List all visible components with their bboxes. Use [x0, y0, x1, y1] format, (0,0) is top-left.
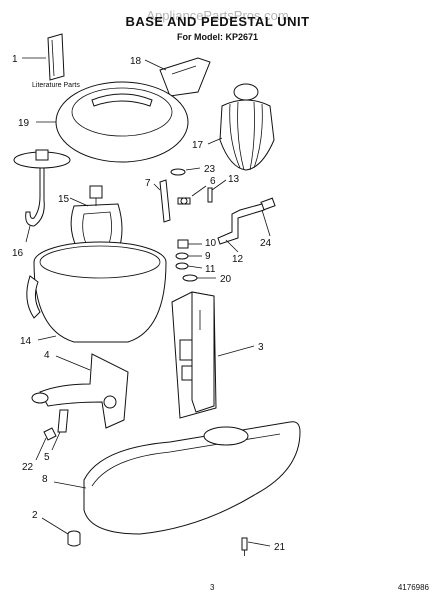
- callout-12: 12: [225, 239, 244, 265]
- svg-text:11: 11: [205, 264, 216, 275]
- callout-3: 3: [217, 342, 264, 357]
- model-line: For Model: KP2671: [176, 32, 259, 42]
- callout-2: 2: [32, 510, 69, 535]
- part-17-wire-whip: [219, 83, 275, 171]
- svg-text:4: 4: [44, 350, 50, 361]
- svg-text:23: 23: [204, 164, 216, 175]
- callout-17: 17: [192, 137, 223, 151]
- callout-6: 6: [191, 176, 216, 197]
- svg-text:15: 15: [58, 194, 70, 205]
- part-21-screw: [241, 537, 248, 556]
- callout-24: 24: [260, 209, 272, 249]
- svg-text:7: 7: [145, 178, 151, 189]
- svg-text:6: 6: [210, 176, 216, 187]
- page-number: 3: [210, 583, 215, 592]
- part-13-pin: [207, 187, 213, 203]
- part-18-shield: [159, 57, 211, 97]
- callout-13: 13: [211, 174, 240, 191]
- part-7-pin: [159, 179, 171, 223]
- part-19-bowl-cover: [55, 81, 189, 163]
- part-23-washer: [170, 168, 186, 176]
- svg-text:3: 3: [258, 342, 264, 353]
- part-9-washer: [175, 252, 189, 260]
- callout-14: 14: [20, 335, 57, 347]
- callout-5: 5: [44, 431, 61, 463]
- part-14-bowl: [26, 241, 167, 343]
- part-22-screw: [43, 427, 57, 441]
- svg-text:13: 13: [228, 174, 240, 185]
- page-title: BASE AND PEDESTAL UNIT: [125, 14, 310, 29]
- svg-text:22: 22: [22, 462, 34, 473]
- callout-1: 1: [12, 54, 46, 65]
- callout-10: 10: [188, 238, 217, 249]
- callout-8: 8: [42, 474, 87, 489]
- svg-text:16: 16: [12, 248, 24, 259]
- callout-7: 7: [145, 178, 161, 191]
- svg-text:5: 5: [44, 452, 50, 463]
- callout-4: 4: [44, 350, 91, 371]
- part-11-washer: [175, 262, 189, 270]
- part-1-literature: [47, 33, 65, 81]
- svg-text:8: 8: [42, 474, 48, 485]
- callout-9: 9: [188, 251, 211, 262]
- literature-label: Literature Parts: [32, 82, 80, 89]
- callout-20: 20: [197, 274, 232, 285]
- callout-16: 16: [12, 225, 31, 259]
- svg-text:20: 20: [220, 274, 232, 285]
- part-8-base: [83, 421, 301, 535]
- callout-18: 18: [130, 56, 167, 71]
- svg-text:12: 12: [232, 254, 244, 265]
- part-3-pedestal: [171, 291, 217, 419]
- svg-text:10: 10: [205, 238, 217, 249]
- part-10-nut: [177, 239, 189, 249]
- part-4-bowl-support: [31, 353, 129, 429]
- svg-text:9: 9: [205, 251, 211, 262]
- callout-11: 11: [187, 264, 216, 275]
- callout-21: 21: [247, 541, 286, 553]
- part-2-foot: [67, 530, 81, 547]
- part-16-dough-hook: [13, 149, 71, 227]
- part-5-spacer: [57, 409, 69, 433]
- svg-text:18: 18: [130, 56, 142, 67]
- watermark: AppliancePartsPros.com: [146, 8, 289, 23]
- callout-22: 22: [22, 437, 47, 473]
- svg-text:19: 19: [18, 118, 30, 129]
- svg-text:14: 14: [20, 336, 32, 347]
- svg-text:21: 21: [274, 542, 286, 553]
- document-number: 4176986: [397, 583, 429, 592]
- svg-text:24: 24: [260, 238, 272, 249]
- callout-19: 19: [18, 118, 56, 129]
- callout-15: 15: [58, 194, 89, 207]
- part-12-lift-crank: [217, 203, 265, 245]
- part-20-washer: [182, 274, 198, 282]
- svg-text:2: 2: [32, 510, 38, 521]
- svg-text:17: 17: [192, 140, 204, 151]
- svg-text:1: 1: [12, 54, 18, 65]
- part-6-screw: [177, 197, 191, 205]
- callout-23: 23: [185, 164, 216, 175]
